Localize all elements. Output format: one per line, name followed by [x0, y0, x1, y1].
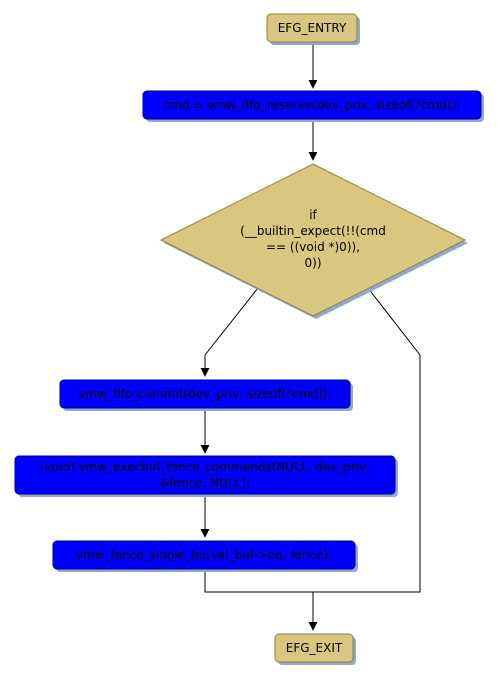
commit-box [59, 379, 351, 409]
commit-label: vmw_fifo_commit(dev_priv, sizeof(*cmd)); [78, 387, 331, 401]
reserve-label: cmd = vmw_fifo_reserve(dev_priv, sizeof(… [164, 98, 461, 112]
exit-box [274, 633, 354, 663]
condition-diamond [159, 163, 467, 317]
condition-line-4: 0)) [305, 256, 322, 270]
condition-line-3: == ((void *)0)), [266, 240, 360, 254]
fence-single-box [52, 540, 356, 570]
exit-label: EFG_EXIT [286, 641, 343, 655]
node-exit: EFG_EXIT [274, 633, 356, 665]
edge-fence-single-to-exit [204, 569, 313, 593]
node-reserve: cmd = vmw_fifo_reserve(dev_priv, sizeof(… [142, 90, 484, 122]
edge-condition-true-to-commit [200, 287, 259, 377]
reserve-box [142, 90, 482, 120]
node-condition: if (__builtin_expect(!!(cmd == ((void *)… [159, 163, 468, 319]
entry-box [266, 13, 358, 43]
fence-cmds-line-1: (void) vmw_execbuf_fence_commands(NULL, … [40, 460, 370, 474]
fence-cmds-line-2: &fence, NULL); [160, 476, 250, 490]
node-entry: EFG_ENTRY [266, 13, 360, 45]
node-fence-cmds: (void) vmw_execbuf_fence_commands(NULL, … [14, 455, 398, 497]
entry-label: EFG_ENTRY [278, 21, 347, 35]
edge-condition-false-to-exit [308, 287, 421, 631]
node-commit: vmw_fifo_commit(dev_priv, sizeof(*cmd)); [59, 379, 353, 411]
fence-cmds-box [14, 455, 396, 495]
condition-line-2: (__builtin_expect(!!(cmd [240, 224, 386, 238]
node-fence-single: vmw_fence_single_bo(val_buf->bo, fence); [52, 540, 358, 572]
condition-line-1: if [309, 208, 317, 222]
fence-single-label: vmw_fence_single_bo(val_buf->bo, fence); [76, 548, 332, 562]
edges [200, 45, 421, 631]
